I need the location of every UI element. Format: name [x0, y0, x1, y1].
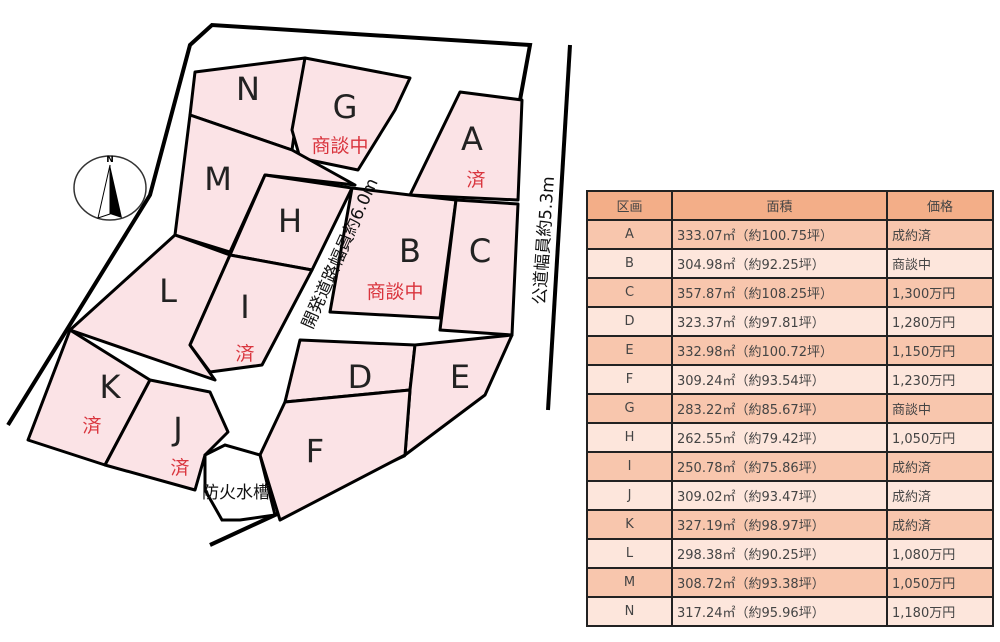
lot-cell: D [586, 306, 673, 337]
area-cell: 309.24㎡（約93.54坪） [671, 364, 888, 395]
price-cell: 商談中 [886, 248, 994, 279]
lot-label: F [306, 432, 324, 470]
price-cell: 1,080万円 [886, 538, 994, 569]
area-cell: 262.55㎡（約79.42坪） [671, 422, 888, 453]
column-header: 面積 [671, 190, 888, 221]
lot-status: 済 [82, 415, 101, 437]
lot-label: L [159, 272, 177, 310]
lot-cell: H [586, 422, 673, 453]
lot-E[interactable] [403, 333, 514, 457]
price-cell: 1,050万円 [886, 422, 994, 453]
lot-label: H [278, 202, 302, 240]
lot-cell: K [586, 509, 673, 540]
lot-cell: L [586, 538, 673, 569]
lot-cell: I [586, 451, 673, 482]
lot-G[interactable] [290, 56, 412, 172]
lot-cell: F [586, 364, 673, 395]
lot-label: G [333, 88, 358, 126]
area-cell: 323.37㎡（約97.81坪） [671, 306, 888, 337]
water-tank-label: 防火水槽 [202, 483, 270, 503]
lot-label: J [171, 410, 182, 448]
price-cell: 成約済 [886, 219, 994, 250]
lot-status: 商談中 [311, 135, 368, 157]
lot-cell: J [586, 480, 673, 511]
price-cell: 成約済 [886, 480, 994, 511]
lot-label: A [461, 120, 483, 158]
lot-label: I [240, 288, 249, 326]
area-cell: 332.98㎡（約100.72坪） [671, 335, 888, 366]
lot-cell: A [586, 219, 673, 250]
lot-status: 済 [235, 343, 254, 365]
compass-icon: N [73, 155, 147, 221]
lot-A[interactable] [408, 90, 524, 202]
area-cell: 309.02㎡（約93.47坪） [671, 480, 888, 511]
price-cell: 1,230万円 [886, 364, 994, 395]
area-cell: 283.22㎡（約85.67坪） [671, 393, 888, 424]
price-cell: 1,050万円 [886, 567, 994, 598]
lot-cell: M [586, 567, 673, 598]
lot-status: 済 [170, 457, 189, 479]
lot-label: E [450, 358, 470, 396]
area-cell: 327.19㎡（約98.97坪） [671, 509, 888, 540]
area-cell: 250.78㎡（約75.86坪） [671, 451, 888, 482]
lot-cell: N [586, 596, 673, 627]
lot-label: C [469, 232, 491, 270]
price-cell: 1,150万円 [886, 335, 994, 366]
price-cell: 1,300万円 [886, 277, 994, 308]
lot-status: 商談中 [366, 281, 423, 303]
public-road-line [546, 44, 572, 411]
area-cell: 333.07㎡（約100.75坪） [671, 219, 888, 250]
lot-label: D [348, 358, 373, 396]
area-cell: 308.72㎡（約93.38坪） [671, 567, 888, 598]
lot-cell: B [586, 248, 673, 279]
price-cell: 1,280万円 [886, 306, 994, 337]
area-cell: 317.24㎡（約95.96坪） [671, 596, 888, 627]
lot-F[interactable] [258, 388, 412, 522]
price-cell: 1,180万円 [886, 596, 994, 627]
area-cell: 298.38㎡（約90.25坪） [671, 538, 888, 569]
price-cell: 成約済 [886, 509, 994, 540]
column-header: 区画 [586, 190, 673, 221]
water-tank-area [203, 443, 277, 522]
lot-cell: C [586, 277, 673, 308]
lot-label: B [399, 232, 421, 270]
column-header: 価格 [886, 190, 994, 221]
area-cell: 357.87㎡（約108.25坪） [671, 277, 888, 308]
svg-text:N: N [106, 155, 114, 165]
lot-I[interactable] [188, 253, 314, 374]
price-cell: 商談中 [886, 393, 994, 424]
lot-label: K [100, 368, 122, 406]
outer-road-line [6, 22, 533, 427]
lot-cell: G [586, 393, 673, 424]
lot-label: M [204, 160, 232, 198]
lot-label: N [236, 70, 260, 108]
area-cell: 304.98㎡（約92.25坪） [671, 248, 888, 279]
price-cell: 成約済 [886, 451, 994, 482]
lot-cell: E [586, 335, 673, 366]
lot-status: 済 [466, 169, 485, 191]
